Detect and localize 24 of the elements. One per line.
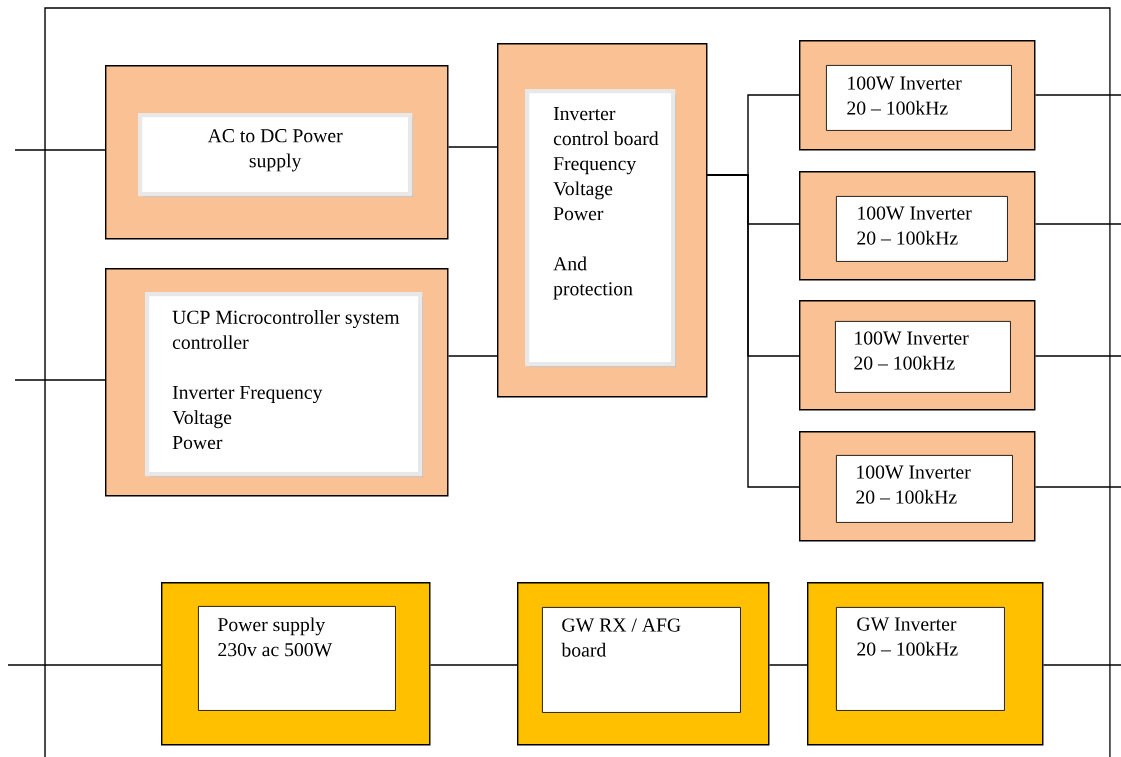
text-box: 100W Inverter 20 – 100kHz <box>835 321 1011 393</box>
connector-line <box>706 174 800 488</box>
connector-line <box>1034 223 1121 225</box>
text-box: GW Inverter 20 – 100kHz <box>836 607 1005 711</box>
text-box: 100W Inverter 20 – 100kHz <box>836 196 1008 262</box>
text-card: UCP Microcontroller system controller Inverter Frequency Voltage Power <box>145 292 423 477</box>
connector-line <box>7 664 162 666</box>
text-card: Inverter control board Frequency Voltage Power And protection <box>525 89 676 367</box>
text-box: 100W Inverter 20 – 100kHz <box>826 65 1012 131</box>
connector-line <box>768 664 808 666</box>
connector-line <box>1034 486 1121 488</box>
text-card: AC to DC Power supply <box>138 113 413 197</box>
text-box: 100W Inverter 20 – 100kHz <box>836 455 1013 523</box>
connector-line <box>447 355 498 357</box>
connector-line <box>447 146 498 148</box>
frame <box>44 7 1111 757</box>
connector-line <box>14 149 106 151</box>
text-box: GW RX / AFG board <box>542 607 741 713</box>
connector-line <box>1042 664 1121 666</box>
connector-line <box>429 664 518 666</box>
connector-line <box>1034 94 1121 96</box>
text-box: Power supply 230v ac 500W <box>198 606 396 711</box>
connector-line <box>1034 355 1121 357</box>
connector-line <box>14 379 106 381</box>
